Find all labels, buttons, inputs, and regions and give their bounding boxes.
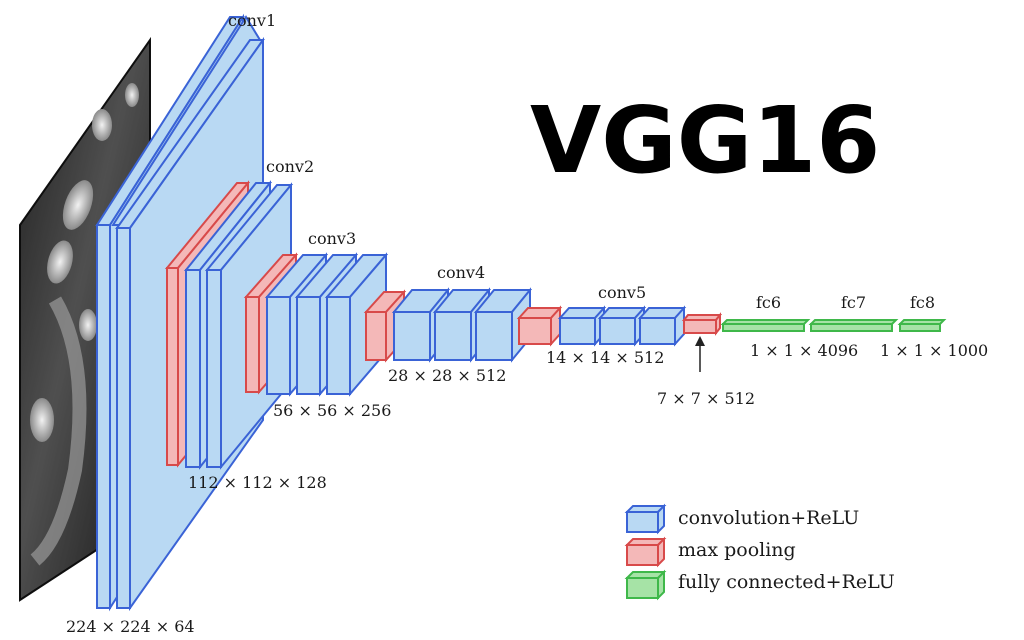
conv2-label: conv2: [266, 157, 314, 176]
conv4-label: conv4: [437, 263, 485, 282]
dim-4096-label: 1 × 1 × 4096: [750, 341, 858, 360]
pool5-block: [681, 312, 723, 336]
conv5-block: [557, 305, 687, 347]
pool4-block: [516, 305, 563, 347]
conv1-label: conv1: [228, 11, 276, 30]
fc8-block: [897, 319, 947, 332]
conv3-label: conv3: [308, 229, 356, 248]
legend: convolution+ReLU max pooling fully conne…: [624, 503, 895, 601]
dim-14-label: 14 × 14 × 512: [546, 348, 664, 367]
legend-fc-swatch: [624, 569, 667, 601]
dim-28-label: 28 × 28 × 512: [388, 366, 506, 385]
dim-224-label: 224 × 224 × 64: [66, 617, 195, 636]
dim-56-label: 56 × 56 × 256: [273, 401, 391, 420]
legend-pool-label: max pooling: [678, 539, 796, 561]
legend-conv-swatch: [624, 503, 667, 535]
diagram-title: VGG16: [530, 87, 880, 194]
dim-1000-label: 1 × 1 × 1000: [880, 341, 988, 360]
fc6-label: fc6: [756, 293, 781, 312]
dim-112-label: 112 × 112 × 128: [188, 473, 327, 492]
fc7-label: fc7: [841, 293, 866, 312]
conv4-block: [391, 287, 533, 363]
fc6-block: [720, 319, 811, 332]
conv3-block: [264, 252, 389, 397]
pool5-arrow: [695, 336, 705, 372]
legend-pool-swatch: [624, 536, 667, 568]
dim-7-label: 7 × 7 × 512: [657, 389, 755, 408]
fc7-block: [808, 319, 899, 332]
legend-conv-label: convolution+ReLU: [678, 507, 859, 529]
legend-fc-label: fully connected+ReLU: [678, 571, 895, 593]
conv5-label: conv5: [598, 283, 646, 302]
fc8-label: fc8: [910, 293, 935, 312]
